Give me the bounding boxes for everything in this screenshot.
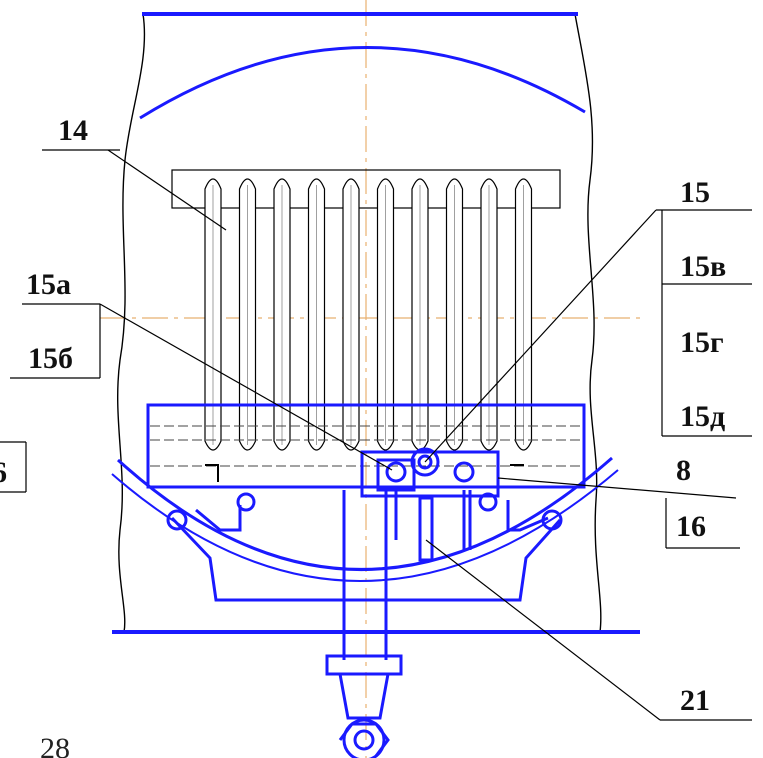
heater-tubes [204, 178, 533, 451]
label-15d: 15д [680, 400, 726, 433]
base-plate [146, 403, 586, 489]
brackets [205, 464, 524, 482]
label-15a: 15а [26, 268, 71, 301]
page-number: 28 [40, 732, 70, 758]
label-8: 8 [676, 454, 691, 487]
label-14: 14 [58, 114, 88, 147]
center-lines [100, 0, 640, 758]
label-16: 16 [676, 510, 706, 543]
base-dashes [150, 425, 580, 467]
label-15b: 15б [28, 342, 73, 375]
drain-fitting [325, 490, 403, 758]
label-15g: 15г [680, 326, 724, 359]
leader-lines [0, 149, 752, 721]
label-6: 6 [0, 458, 7, 488]
label-15: 15 [680, 176, 710, 209]
terminal-box [360, 447, 500, 562]
label-21: 21 [680, 684, 710, 717]
vessel-top [139, 12, 586, 120]
label-15v: 15в [680, 250, 727, 283]
vessel-contour [116, 13, 602, 633]
heating-element-14 [171, 169, 561, 451]
support-dome [111, 456, 619, 602]
